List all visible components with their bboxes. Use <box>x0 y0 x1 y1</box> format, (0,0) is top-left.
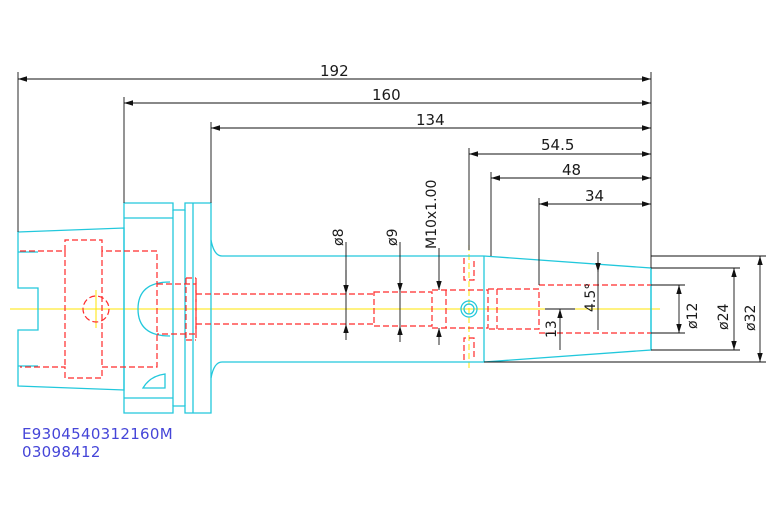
dim-34: 34 <box>585 187 604 205</box>
dim-54-5: 54.5 <box>541 136 574 154</box>
dim-diameter-9: ø9 <box>385 229 401 246</box>
dim-angle-4-5: 4.5° <box>583 283 599 312</box>
dim-48: 48 <box>562 161 581 179</box>
tool-outline <box>17 202 652 414</box>
dim-diameter-32: ø32 <box>743 305 759 331</box>
shaft-outline <box>210 239 484 379</box>
shank-cross-hole <box>82 295 110 323</box>
collar-notch <box>141 373 166 389</box>
pocket-d24 <box>539 284 651 334</box>
dimensions <box>17 72 766 363</box>
dim-overall-length: 192 <box>320 62 349 80</box>
dim-thread-m10: M10x1.00 <box>424 180 440 249</box>
dimension-labels: 192 160 134 54.5 48 34 ø8 ø9 M10x1.00 4.… <box>320 62 759 338</box>
thread-bore <box>432 289 489 329</box>
part-number: 03098412 <box>22 443 101 461</box>
cross-hole-circle-inner <box>463 303 475 315</box>
dim-flange-length: 134 <box>416 111 445 129</box>
part-code: E9304540312160M <box>22 425 173 443</box>
cross-drill-bottom <box>463 337 475 360</box>
center-lines <box>10 245 660 370</box>
dim-offset-13: 13 <box>544 320 560 338</box>
bore-arc <box>137 281 171 337</box>
dim-diameter-12: ø12 <box>685 303 701 329</box>
retention-screw-cap <box>186 277 196 341</box>
hidden-lines <box>20 239 651 379</box>
collar-outline <box>123 202 212 414</box>
shank-chamber <box>20 239 158 379</box>
dim-diameter-8: ø8 <box>331 229 347 246</box>
dim-diameter-24: ø24 <box>716 304 732 330</box>
dim-gauge-length: 160 <box>372 86 401 104</box>
cross-hole-circle <box>460 300 478 318</box>
bore-d9 <box>373 291 433 327</box>
cross-drill-top <box>463 258 475 281</box>
